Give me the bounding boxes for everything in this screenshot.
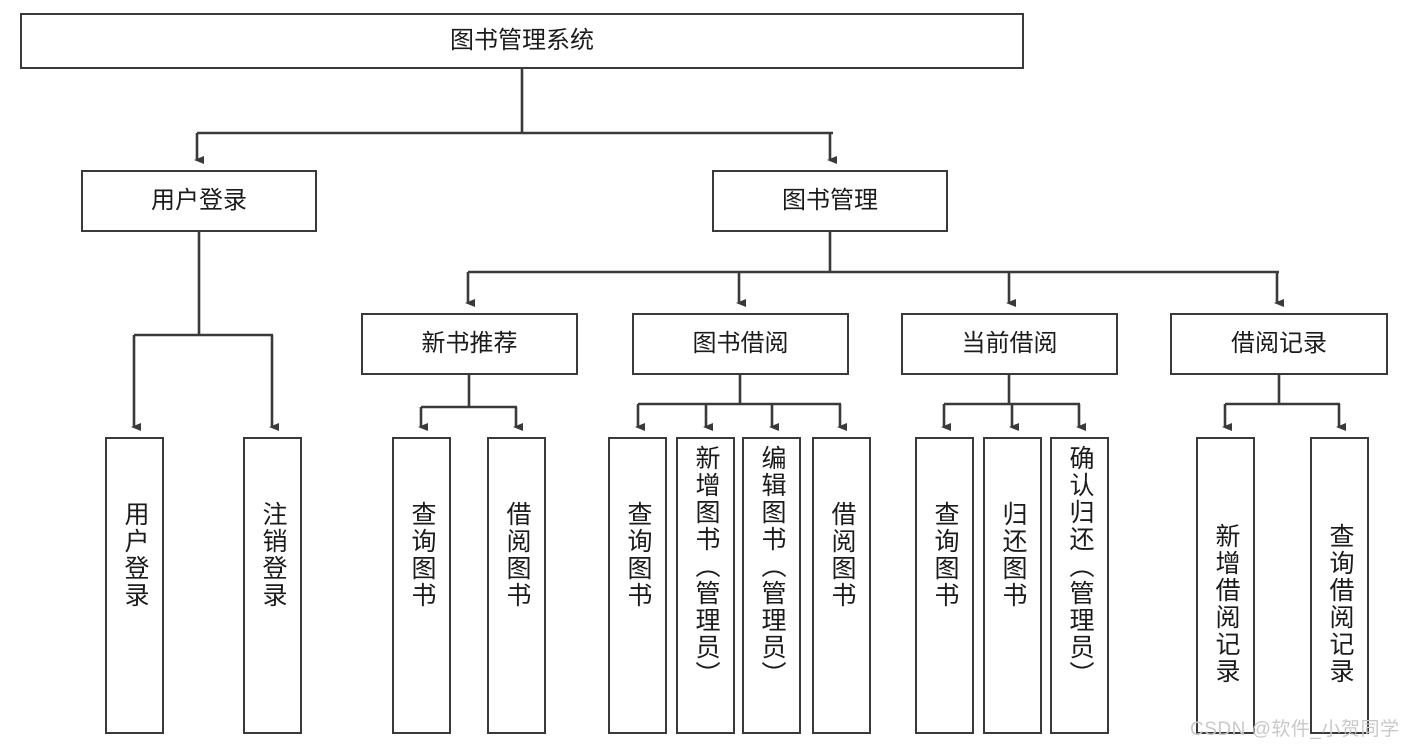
node-label: 图书管理 — [782, 186, 878, 214]
node-book-management[interactable]: 图书管理 — [712, 170, 948, 232]
node-leaf-return-book[interactable]: 归还图书 — [983, 437, 1042, 734]
node-leaf-add-borrow-record[interactable]: 新增借阅记录 — [1196, 437, 1255, 734]
node-leaf-search-borrow-record[interactable]: 查询借阅记录 — [1310, 437, 1369, 734]
node-label: 借阅记录 — [1231, 329, 1327, 357]
node-label: 编辑图书（管理员） — [758, 445, 786, 688]
node-label: 查询图书 — [624, 501, 652, 609]
node-book-borrow[interactable]: 图书借阅 — [632, 313, 849, 375]
node-label: 查询图书 — [931, 501, 959, 609]
node-leaf-logout[interactable]: 注销登录 — [243, 437, 302, 734]
node-label: 查询借阅记录 — [1326, 523, 1354, 685]
node-label: 确认归还（管理员） — [1066, 445, 1094, 688]
node-leaf-search-book-current[interactable]: 查询图书 — [915, 437, 974, 734]
node-current-borrow[interactable]: 当前借阅 — [901, 313, 1118, 375]
node-borrow-record[interactable]: 借阅记录 — [1170, 313, 1388, 375]
node-label: 当前借阅 — [961, 329, 1058, 357]
node-label: 归还图书 — [999, 501, 1027, 609]
node-leaf-borrow-book[interactable]: 借阅图书 — [812, 437, 871, 734]
node-label: 查询图书 — [408, 501, 436, 609]
node-user-login[interactable]: 用户登录 — [81, 170, 317, 232]
node-leaf-confirm-return-admin[interactable]: 确认归还（管理员） — [1050, 437, 1109, 734]
node-label: 新增借阅记录 — [1212, 523, 1240, 685]
node-leaf-search-book[interactable]: 查询图书 — [608, 437, 667, 734]
node-leaf-borrow-book-recommend[interactable]: 借阅图书 — [487, 437, 546, 734]
node-label: 用户登录 — [151, 186, 247, 214]
node-new-book-recommend[interactable]: 新书推荐 — [361, 313, 578, 375]
node-label: 图书借阅 — [692, 329, 789, 357]
csdn-watermark: CSDN @软件_小贺同学 — [1190, 719, 1400, 740]
node-label: 图书管理系统 — [450, 26, 594, 54]
node-label: 用户登录 — [121, 501, 149, 609]
node-label: 注销登录 — [259, 501, 287, 609]
node-label: 新书推荐 — [421, 329, 518, 357]
node-leaf-add-book-admin[interactable]: 新增图书（管理员） — [676, 437, 735, 734]
node-leaf-search-book-recommend[interactable]: 查询图书 — [392, 437, 451, 734]
node-leaf-edit-book-admin[interactable]: 编辑图书（管理员） — [742, 437, 801, 734]
node-leaf-user-login[interactable]: 用户登录 — [105, 437, 164, 734]
node-label: 新增图书（管理员） — [692, 445, 720, 688]
node-label: 借阅图书 — [503, 501, 531, 609]
node-label: 借阅图书 — [828, 501, 856, 609]
node-root-book-management-system[interactable]: 图书管理系统 — [20, 13, 1024, 69]
